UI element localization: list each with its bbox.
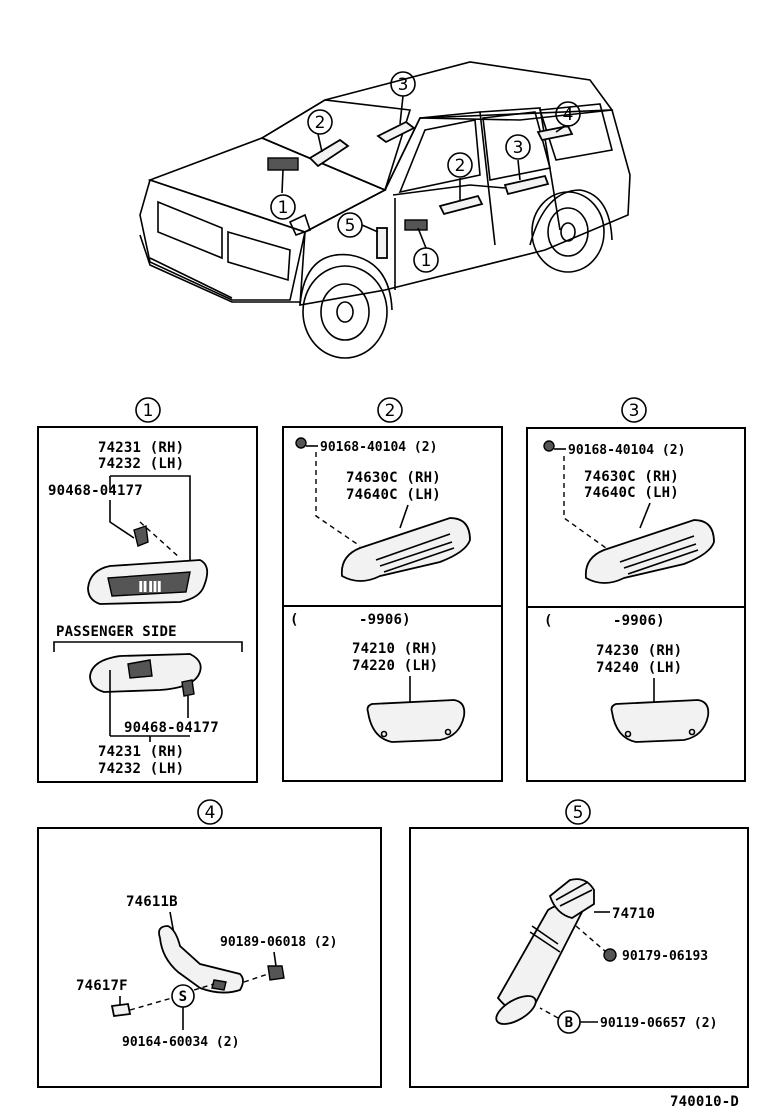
p5-nut: 90179-06193 xyxy=(622,949,708,964)
p3-screw: 90168-40104 (2) xyxy=(568,443,685,458)
p2-part-rh: 74630C (RH) xyxy=(346,470,441,486)
p5-b-marker: B xyxy=(565,1015,574,1031)
panel-5-number: 5 xyxy=(573,803,584,823)
p4-bolt: 90189-06018 (2) xyxy=(220,935,337,950)
panel-5: 5 74710 90179-06193 B 90119-06657 (2) xyxy=(409,799,749,1088)
p1-lower-part-lh: 74232 (LH) xyxy=(98,761,184,777)
p5-holder: 74710 xyxy=(612,906,655,922)
panel-2-number: 2 xyxy=(385,401,396,421)
p3-part-rh: 74630C (RH) xyxy=(584,469,679,485)
p3-part-lh: 74640C (LH) xyxy=(584,485,679,501)
panel-1: 1 74231 (RH) 74232 (LH) 90468-04177 ⅡⅢ P… xyxy=(37,397,258,783)
vehicle-illustration: 1 2 3 4 5 2 3 1 xyxy=(139,61,631,359)
panel-3: 3 90168-40104 (2) 74630C (RH) 74640C (LH… xyxy=(526,397,746,782)
callout-3-door: 3 xyxy=(513,138,524,158)
callout-1-door: 1 xyxy=(421,251,432,271)
p1-lower-clip: 90468-04177 xyxy=(124,720,219,736)
p1-upper-clip: 90468-04177 xyxy=(48,483,143,499)
callout-2-door: 2 xyxy=(455,156,466,176)
p1-emblem-glyph: ⅡⅢ xyxy=(138,578,162,596)
callout-5-pillar: 5 xyxy=(345,216,356,236)
panel-3-number: 3 xyxy=(629,401,640,421)
panel-4-number: 4 xyxy=(205,803,216,823)
p2-alt-part-rh: 74210 (RH) xyxy=(352,641,438,657)
p4-screw: 90164-60034 (2) xyxy=(122,1035,239,1050)
panel-2: 2 90168-40104 (2) 74630C (RH) 74640C (LH… xyxy=(282,397,503,782)
p4-cap: 74617F xyxy=(76,978,128,994)
p4-grip: 74611B xyxy=(126,894,178,910)
p3-alt-part-lh: 74240 (LH) xyxy=(596,660,682,676)
p2-date-range: ( -9906) xyxy=(290,612,411,628)
panel-4: 4 74611B 90189-06018 (2) 74617F S 90164-… xyxy=(37,799,382,1088)
callout-2-front: 2 xyxy=(315,113,326,133)
p2-screw: 90168-40104 (2) xyxy=(320,440,437,455)
p3-date-range: ( -9906) xyxy=(544,613,665,629)
p2-part-lh: 74640C (LH) xyxy=(346,487,441,503)
p5-bolt: 90119-06657 (2) xyxy=(600,1016,717,1031)
p1-lower-part-rh: 74231 (RH) xyxy=(98,744,184,760)
p1-upper-part-rh: 74231 (RH) xyxy=(98,440,184,456)
panel-1-number: 1 xyxy=(143,401,154,421)
p4-s-marker: S xyxy=(179,989,188,1005)
p1-upper-part-lh: 74232 (LH) xyxy=(98,456,184,472)
p2-alt-part-lh: 74220 (LH) xyxy=(352,658,438,674)
p3-alt-part-rh: 74230 (RH) xyxy=(596,643,682,659)
p1-section-title: PASSENGER SIDE xyxy=(56,624,177,640)
callout-4-rear: 4 xyxy=(563,105,574,125)
diagram-code: 740010-D xyxy=(670,1094,739,1110)
callout-3-roof: 3 xyxy=(398,75,409,95)
callout-1-front: 1 xyxy=(278,198,289,218)
